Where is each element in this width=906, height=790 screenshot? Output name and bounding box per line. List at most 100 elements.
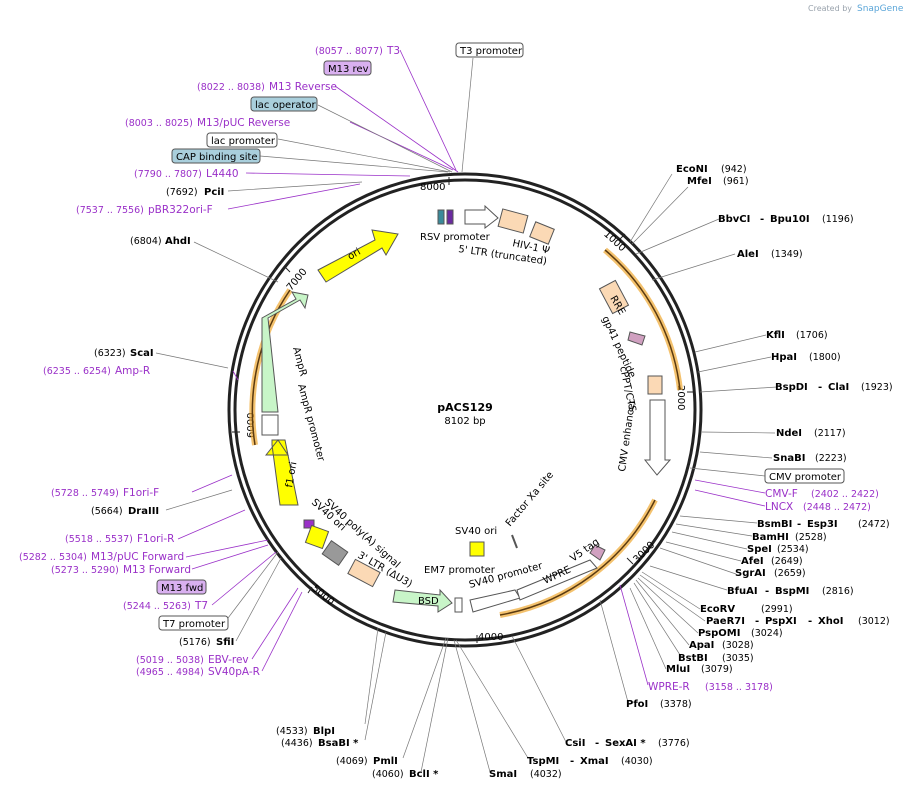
ampr-promoter-box (261, 414, 279, 436)
feature-cmvenh: CMV enhancer (617, 398, 638, 472)
label-lacop: lac operator (255, 100, 316, 111)
blpi-name: BlpI (313, 726, 335, 737)
lncx-name: LNCX (765, 501, 793, 513)
sv40ori-inner (469, 541, 485, 557)
spei-coord: (2534) (777, 544, 809, 555)
t3-name: T3 (386, 45, 400, 57)
xmai-name: XmaI (580, 756, 609, 767)
bstbi-coord: (3035) (722, 653, 754, 664)
site-leaders (155, 57, 778, 773)
mfei-coord: (961) (723, 176, 749, 187)
sv40pa-name: SV40pA-R (208, 666, 260, 678)
backbone-outer (227, 172, 703, 648)
v5-tag (589, 544, 606, 561)
lacop-label-box (250, 96, 318, 112)
blpi-coord: (4533) (276, 726, 308, 737)
pfoi-name: PfoI (626, 699, 648, 710)
sv40-small-box (303, 519, 315, 529)
ampr-primer-coord: (6235 .. 6254) (43, 366, 111, 377)
ecorv-name: EcoRV (700, 604, 735, 615)
csii-sep: - (595, 738, 599, 749)
pspomi-coord: (3024) (751, 628, 783, 639)
ampr-primer-name: Amp-R (115, 365, 150, 377)
ltr3-box (347, 558, 381, 588)
ndei-name: NdeI (776, 428, 802, 439)
wpre-box (516, 559, 598, 601)
csii-coord: (3776) (658, 738, 690, 749)
bcli-name: BclI * (409, 769, 439, 780)
esp3i-name: Esp3I (807, 519, 838, 530)
feature-amprprom: AmpR promoter (295, 383, 326, 463)
alei-name: AleI (737, 249, 759, 260)
pfoi-coord: (3378) (660, 699, 692, 710)
kfli-coord: (1706) (796, 330, 828, 341)
plasmid-size: 8102 bp (444, 416, 485, 427)
pbr322-coord: (7537 .. 7556) (76, 205, 144, 216)
t3-coord: (8057 .. 8077) (315, 46, 383, 57)
sexai-name: SexAI * (605, 738, 646, 749)
tick-8000: 8000 (420, 182, 445, 193)
sv40prom-arrow (469, 589, 521, 613)
sv40ori-box (304, 524, 330, 550)
m13pucrev-coord: (8003 .. 8025) (125, 118, 193, 129)
primer-leaders (177, 49, 766, 686)
feature-f1ori: f1 ori (284, 461, 299, 489)
backbone-inner (233, 178, 697, 642)
credit-brand: SnapGene (857, 4, 904, 14)
scai-coord: (6323) (94, 348, 126, 359)
mlui-name: MluI (666, 664, 690, 675)
tick-2000: 2000 (675, 385, 686, 410)
smai-coord: (4032) (530, 769, 562, 780)
cmvf-name: CMV-F (765, 488, 798, 500)
bsmbi-name: BsmBI (757, 519, 792, 530)
f1orir-name: F1ori-R (137, 533, 174, 545)
econi-coord: (942) (721, 164, 747, 175)
ndei-coord: (2117) (814, 428, 846, 439)
kfli-name: KflI (766, 330, 785, 341)
label-lacprom: lac promoter (211, 136, 276, 147)
m13pucfwd-name: M13/pUC Forward (91, 551, 184, 563)
m13reverse-coord: (8022 .. 8038) (197, 82, 265, 93)
bsd-arrow (392, 588, 453, 613)
f1orif-name: F1ori-F (123, 487, 159, 499)
ampr-arrow (261, 291, 309, 413)
rre-box (598, 279, 630, 315)
bspmi-name: BspMI (775, 586, 809, 597)
tick-4000: 4000 (478, 632, 503, 643)
cap-box (437, 209, 445, 225)
m13reverse-name: M13 Reverse (269, 81, 337, 93)
paer7i-coord: (3012) (858, 616, 890, 627)
m13pucfwd-coord: (5282 .. 5304) (19, 552, 87, 563)
bspdi-coord: (1923) (861, 382, 893, 393)
clai-name: ClaI (828, 382, 849, 393)
orange-arcs (249, 247, 683, 618)
wprer-name: WPRE-R (648, 681, 690, 693)
sv40polya-box (321, 540, 349, 566)
tick-marks (232, 177, 695, 643)
pspxi-name: PspXI (765, 616, 797, 627)
cap-label-box (171, 148, 261, 164)
pspomi-name: PspOMI (698, 628, 740, 639)
feature-ampr: AmpR (290, 346, 308, 378)
m13forward-coord: (5273 .. 5290) (51, 565, 119, 576)
gp41-box (627, 331, 646, 346)
t3-promoter-box (455, 42, 524, 58)
sfii-name: SfiI (216, 637, 234, 648)
m13rev-label-box (323, 60, 372, 76)
mlui-coord: (3079) (701, 664, 733, 675)
bsmbi-coord: (2472) (858, 519, 890, 530)
f1ori-arrow (264, 439, 299, 506)
bspdi-name: BspDI (775, 382, 808, 393)
sgrai-coord: (2659) (774, 568, 806, 579)
bsabi-coord: (4436) (281, 738, 313, 749)
spei-name: SpeI (747, 544, 772, 555)
sgrai-name: SgrAI (735, 568, 766, 579)
scai-name: ScaI (130, 348, 154, 359)
factorxa-mark (511, 534, 518, 549)
rsv-arrow (464, 204, 499, 230)
alei-coord: (1349) (771, 249, 803, 260)
lncx-coord: (2448 .. 2472) (803, 502, 871, 513)
label-t3promoter: T3 promoter (459, 46, 523, 57)
econi-name: EcoNI (676, 164, 708, 175)
lacprom-label-box (206, 132, 278, 148)
